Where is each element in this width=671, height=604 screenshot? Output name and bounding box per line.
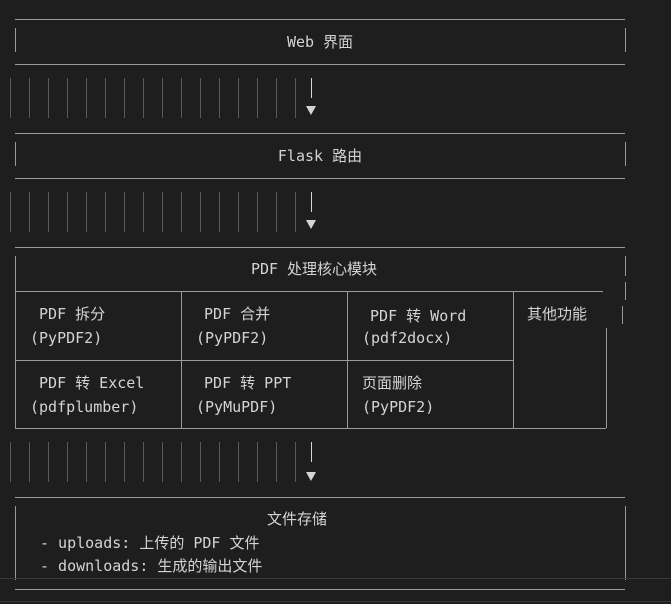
- storage-box-right-edge: [625, 506, 626, 580]
- horizontal-scrollbar[interactable]: [0, 578, 671, 602]
- arrow-stem: [311, 192, 312, 212]
- flask-box: Flask 路由: [15, 133, 625, 179]
- cell-to-ppt-title: PDF 转 PPT: [195, 374, 292, 392]
- web-box-title: Web 界面: [286, 33, 354, 51]
- web-box: Web 界面: [15, 19, 625, 65]
- cell-split-lib: (PyPDF2): [30, 329, 103, 347]
- grid-right-edge: [606, 328, 607, 428]
- cell-to-word-title: PDF 转 Word: [361, 307, 467, 325]
- storage-box-bottom-border: [15, 589, 625, 590]
- core-box-right-edge: [625, 256, 626, 276]
- cell-merge-title: PDF 合并: [195, 305, 271, 323]
- storage-item-uploads: - uploads: 上传的 PDF 文件: [40, 534, 260, 552]
- cell-to-excel-lib: (pdfplumber): [30, 398, 139, 416]
- web-box-left-edge: [15, 28, 16, 52]
- indent-guides: [10, 192, 310, 232]
- flask-box-left-edge: [15, 142, 16, 166]
- flask-box-title: Flask 路由: [277, 147, 363, 165]
- cell-to-ppt-lib: (PyMuPDF): [196, 398, 278, 416]
- cell-delete-pages-lib: (PyPDF2): [362, 398, 435, 416]
- storage-item-downloads: - downloads: 生成的输出文件: [40, 557, 263, 575]
- indent-guides: [10, 442, 310, 482]
- grid-col-separator: [181, 291, 182, 428]
- cell-delete-pages-title: 页面删除: [362, 374, 423, 392]
- grid-row-separator: [15, 360, 513, 361]
- cell-split-title: PDF 拆分: [30, 305, 106, 323]
- cell-merge-lib: (PyPDF2): [196, 329, 269, 347]
- down-arrow-icon: [306, 220, 316, 229]
- core-box-top-border: [15, 247, 625, 248]
- down-arrow-icon: [306, 106, 316, 115]
- core-box-right-edge-upper: [625, 282, 626, 300]
- arrow-stem: [311, 442, 312, 462]
- storage-box-left-edge: [15, 506, 16, 580]
- cell-to-word-lib: (pdf2docx): [362, 329, 453, 347]
- arrow-stem: [311, 78, 312, 98]
- down-arrow-icon: [306, 472, 316, 481]
- cell-to-excel-title: PDF 转 Excel: [30, 374, 145, 392]
- grid-col-separator: [347, 291, 348, 428]
- storage-box-top-border: [15, 497, 625, 498]
- core-grid-top-border: [15, 291, 603, 292]
- grid-bottom-border: [15, 428, 606, 429]
- indent-guides: [10, 78, 310, 118]
- core-box-right-edge-stub: [622, 306, 623, 324]
- cell-other-title: 其他功能: [527, 305, 588, 323]
- core-box-left-edge: [15, 256, 16, 428]
- web-box-right-edge: [625, 28, 626, 52]
- grid-col-separator: [513, 291, 514, 428]
- core-box-title: PDF 处理核心模块: [250, 260, 378, 278]
- storage-box-title: 文件存储: [266, 510, 327, 528]
- flask-box-right-edge: [625, 142, 626, 166]
